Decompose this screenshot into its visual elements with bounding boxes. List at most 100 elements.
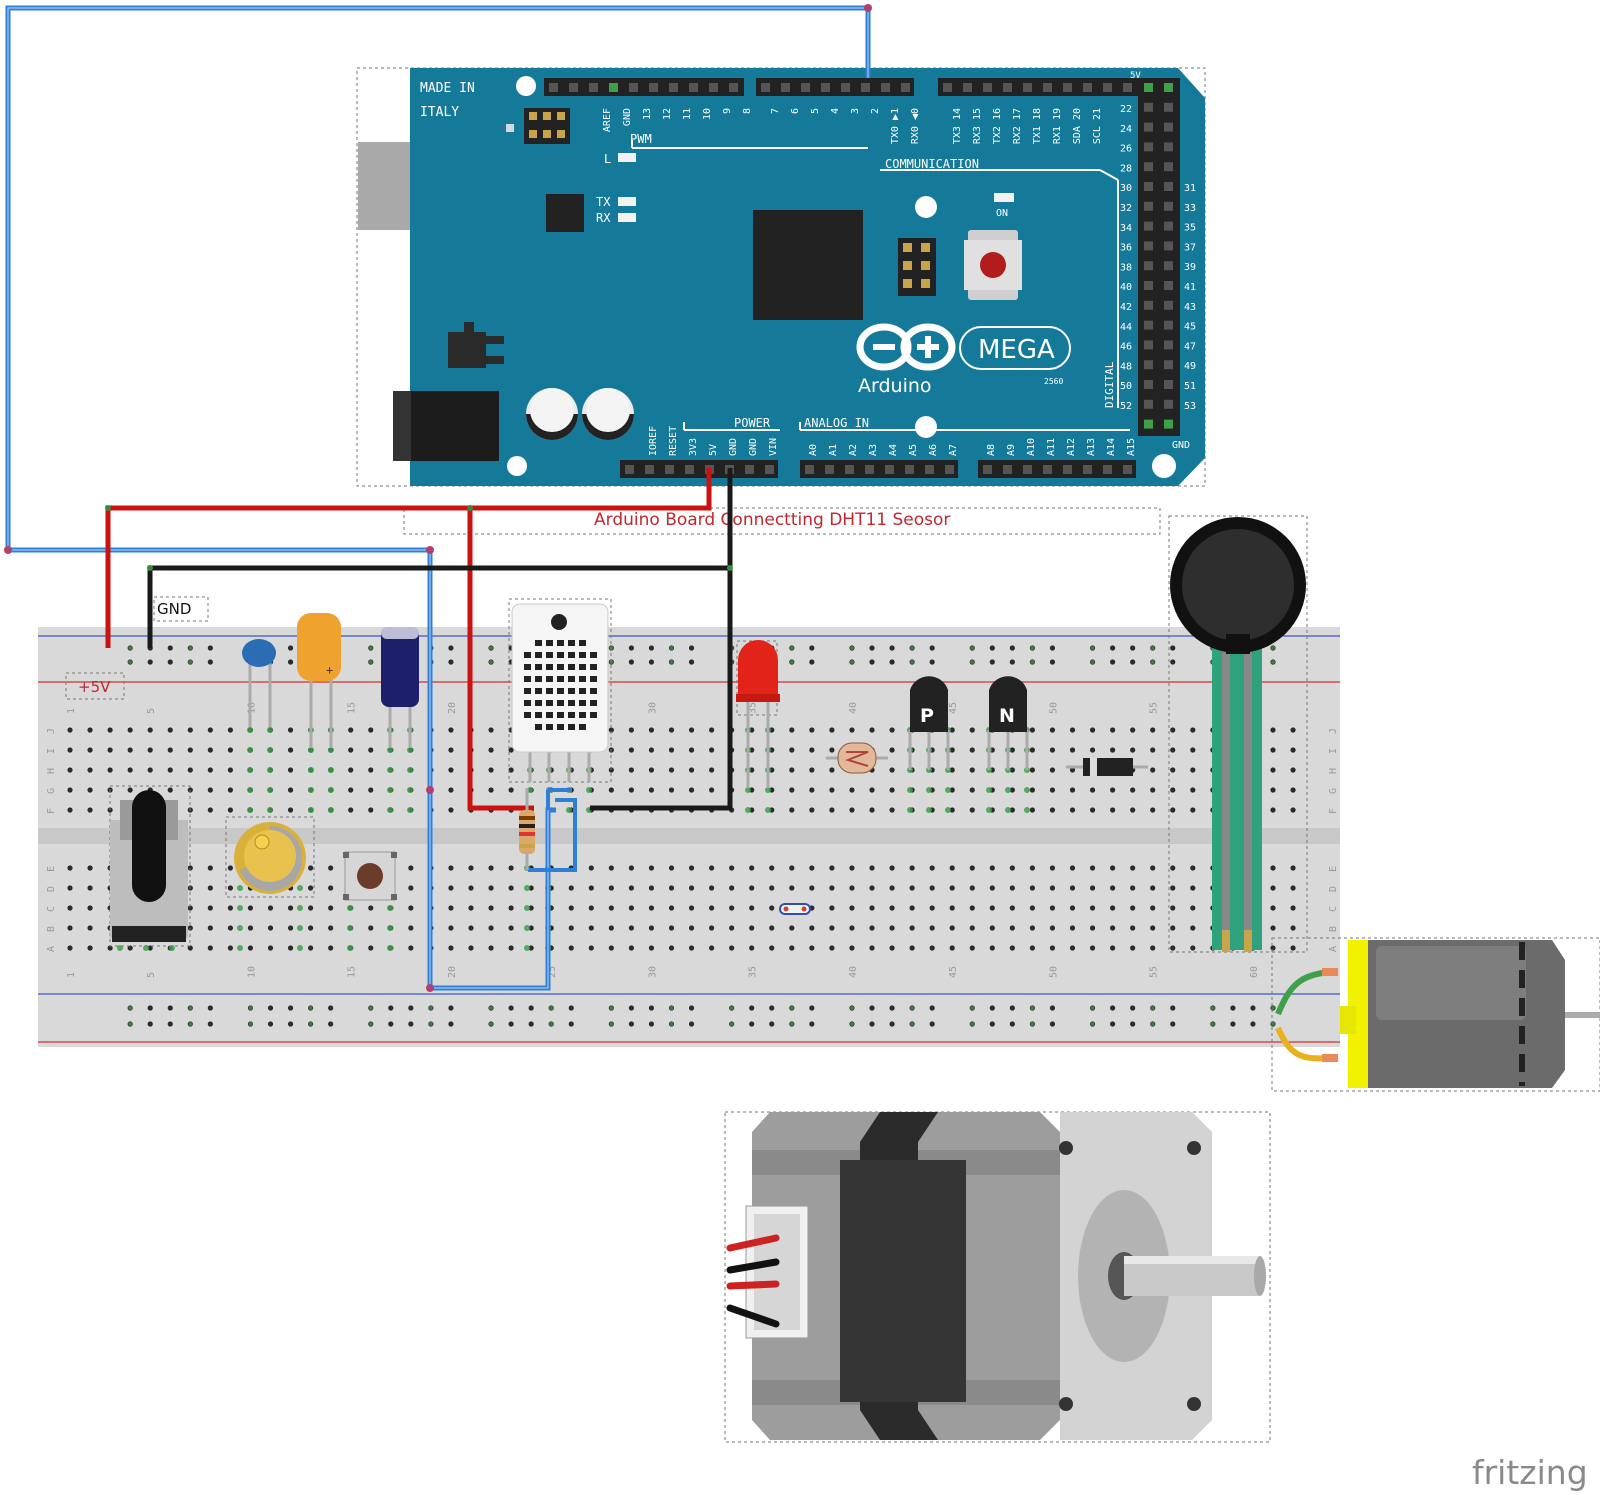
strip-hole[interactable]	[969, 885, 975, 891]
strip-hole[interactable]	[1009, 905, 1015, 911]
strip-hole[interactable]	[668, 945, 675, 951]
rail-hole[interactable]	[889, 1005, 895, 1011]
rail-hole[interactable]	[1009, 1005, 1015, 1011]
strip-hole[interactable]	[688, 747, 695, 753]
rail-hole[interactable]	[1130, 1005, 1136, 1011]
header-pin[interactable]	[1164, 201, 1173, 211]
strip-hole[interactable]	[1049, 945, 1056, 951]
header-pin[interactable]	[885, 465, 894, 474]
strip-hole[interactable]	[829, 747, 835, 753]
strip-hole[interactable]	[1170, 905, 1176, 911]
strip-hole[interactable]	[287, 747, 294, 753]
header-pin[interactable]	[925, 465, 934, 474]
strip-hole[interactable]	[408, 865, 414, 871]
strip-hole[interactable]	[508, 925, 514, 931]
strip-hole[interactable]	[1069, 807, 1076, 813]
resistor[interactable]	[519, 788, 535, 870]
rail-hole[interactable]	[628, 659, 635, 665]
strip-hole[interactable]	[1069, 865, 1076, 871]
strip-hole[interactable]	[528, 885, 534, 891]
strip-hole[interactable]	[448, 885, 454, 891]
rail-hole[interactable]	[207, 1021, 213, 1027]
strip-hole[interactable]	[809, 925, 815, 931]
header-pin[interactable]	[669, 83, 678, 92]
strip-hole[interactable]	[568, 945, 574, 951]
strip-hole[interactable]	[468, 905, 474, 911]
header-pin[interactable]	[745, 465, 754, 474]
strip-hole[interactable]	[448, 865, 454, 871]
strip-hole[interactable]	[1009, 865, 1015, 871]
strip-hole[interactable]	[608, 727, 614, 733]
strip-hole[interactable]	[207, 905, 213, 911]
strip-hole[interactable]	[989, 905, 995, 911]
strip-hole[interactable]	[1089, 807, 1096, 813]
strip-hole[interactable]	[1290, 767, 1296, 773]
rail-hole[interactable]	[388, 1021, 394, 1027]
strip-hole[interactable]	[628, 885, 635, 891]
rail-hole[interactable]	[628, 1005, 635, 1011]
strip-hole[interactable]	[709, 727, 715, 733]
strip-hole[interactable]	[488, 945, 494, 951]
strip-hole[interactable]	[147, 747, 153, 753]
header-pin[interactable]	[1144, 399, 1153, 409]
rail-hole[interactable]	[929, 645, 935, 651]
strip-hole[interactable]	[1110, 945, 1116, 951]
strip-hole[interactable]	[1190, 767, 1196, 773]
rail-hole[interactable]	[688, 645, 695, 651]
header-pin[interactable]	[1144, 320, 1153, 330]
strip-hole[interactable]	[949, 767, 955, 773]
strip-hole[interactable]	[67, 747, 73, 753]
strip-hole[interactable]	[949, 885, 955, 891]
strip-hole[interactable]	[448, 925, 454, 931]
strip-hole[interactable]	[1170, 865, 1176, 871]
rail-hole[interactable]	[749, 1021, 755, 1027]
strip-hole[interactable]	[688, 787, 695, 793]
strip-hole[interactable]	[949, 727, 955, 733]
header-pin[interactable]	[781, 83, 790, 92]
strip-hole[interactable]	[1130, 905, 1136, 911]
strip-hole[interactable]	[448, 905, 454, 911]
strip-hole[interactable]	[909, 865, 915, 871]
strip-hole[interactable]	[769, 945, 775, 951]
strip-hole[interactable]	[1029, 905, 1035, 911]
rail-hole[interactable]	[207, 645, 213, 651]
strip-hole[interactable]	[1270, 807, 1276, 813]
strip-hole[interactable]	[1029, 925, 1035, 931]
strip-hole[interactable]	[67, 925, 73, 931]
strip-hole[interactable]	[789, 865, 795, 871]
strip-hole[interactable]	[1110, 925, 1116, 931]
strip-hole[interactable]	[789, 925, 795, 931]
push-button[interactable]	[343, 851, 397, 901]
strip-hole[interactable]	[769, 865, 775, 871]
strip-hole[interactable]	[648, 767, 655, 773]
header-pin[interactable]	[1023, 465, 1032, 474]
strip-hole[interactable]	[287, 945, 294, 951]
rail-hole[interactable]	[408, 1021, 414, 1027]
strip-hole[interactable]	[1270, 905, 1276, 911]
strip-hole[interactable]	[588, 885, 594, 891]
strip-hole[interactable]	[87, 727, 93, 733]
jumper-pill[interactable]	[779, 903, 811, 915]
strip-hole[interactable]	[688, 925, 695, 931]
strip-hole[interactable]	[889, 767, 895, 773]
strip-hole[interactable]	[287, 905, 294, 911]
strip-hole[interactable]	[207, 865, 213, 871]
strip-hole[interactable]	[107, 767, 113, 773]
header-pin[interactable]	[765, 465, 774, 474]
strip-hole[interactable]	[608, 885, 614, 891]
strip-hole[interactable]	[1069, 747, 1076, 753]
strip-hole[interactable]	[829, 945, 835, 951]
wire-black-gnd[interactable]	[147, 468, 733, 648]
strip-hole[interactable]	[869, 925, 875, 931]
strip-hole[interactable]	[1150, 945, 1156, 951]
strip-hole[interactable]	[368, 767, 374, 773]
strip-hole[interactable]	[648, 787, 655, 793]
tantalum-capacitor[interactable]: +	[297, 613, 341, 748]
strip-hole[interactable]	[1170, 767, 1176, 773]
strip-hole[interactable]	[1150, 767, 1156, 773]
strip-hole[interactable]	[688, 767, 695, 773]
header-pin[interactable]	[709, 83, 718, 92]
strip-hole[interactable]	[488, 925, 494, 931]
dc-motor[interactable]	[1271, 937, 1600, 1092]
strip-hole[interactable]	[488, 727, 494, 733]
